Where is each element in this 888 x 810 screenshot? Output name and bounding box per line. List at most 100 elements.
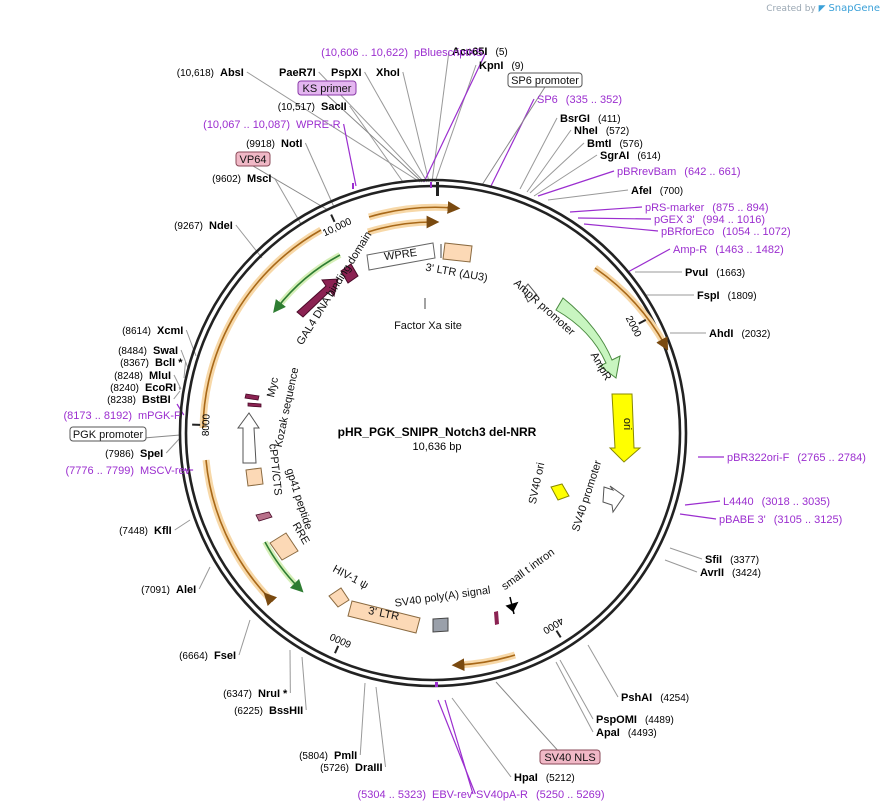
enzyme-site-label[interactable]: EcoRI(8240) (110, 382, 176, 394)
enzyme-site-label[interactable]: SfiI(3377) (705, 554, 759, 566)
sv40-promoter-arrow-icon (602, 485, 625, 514)
enzyme-name: PmlI (334, 750, 357, 762)
connector-line (165, 437, 181, 454)
primer-name: mPGK-F (138, 410, 181, 422)
enzyme-site-label[interactable]: Acc65I(5) (452, 46, 508, 58)
myc-box-icon (244, 393, 260, 401)
enzyme-site-label[interactable]: SgrAI(614) (600, 150, 661, 162)
connector-line (173, 374, 182, 390)
enzyme-site-label[interactable]: MscI(9602) (212, 173, 271, 185)
enzyme-site-label[interactable]: NotI(9918) (246, 138, 302, 150)
enzyme-site-label[interactable]: PshAI(4254) (621, 692, 689, 704)
enzyme-site-label[interactable]: XcmI(8614) (122, 325, 183, 337)
enzyme-site-label[interactable]: FseI(6664) (179, 650, 236, 662)
enzyme-site-label[interactable]: KflI(7448) (119, 525, 172, 537)
boxed-label[interactable]: SP6 promoter (507, 72, 583, 88)
tick-mark (555, 630, 562, 638)
primer-label[interactable]: pRS-marker(875 .. 894) (645, 202, 769, 214)
enzyme-site-label[interactable]: KpnI(9) (479, 60, 524, 72)
enzyme-name: SgrAI (600, 150, 629, 162)
enzyme-site-label[interactable]: PvuI(1663) (685, 267, 745, 279)
site-position: (7448) (119, 526, 148, 537)
boxed-label[interactable]: VP64 (235, 151, 271, 167)
enzyme-site-label[interactable]: AvrII(3424) (700, 567, 761, 579)
primer-label[interactable]: pBABE 3'(3105 .. 3125) (719, 514, 842, 526)
primer-label[interactable]: pBRforEco(1054 .. 1072) (661, 226, 791, 238)
site-position: (9602) (212, 174, 241, 185)
enzyme-site-label[interactable]: AleI(7091) (141, 584, 196, 596)
enzyme-name: AleI (176, 584, 196, 596)
primer-label[interactable]: pBR322ori-F(2765 .. 2784) (727, 452, 866, 464)
primer-label[interactable]: pBluescriptKS(10,606 .. 10,622) (321, 47, 483, 59)
enzyme-site-label[interactable]: SpeI(7986) (105, 448, 163, 460)
site-position: (8484) (118, 346, 147, 357)
enzyme-site-label[interactable]: MluI(8248) (114, 370, 171, 382)
primer-name: pBABE 3' (719, 514, 766, 526)
enzyme-site-label[interactable]: SwaI(8484) (118, 345, 178, 357)
site-position: (335 .. 352) (566, 94, 622, 106)
enzyme-site-label[interactable]: HpaI(5212) (514, 772, 575, 784)
enzyme-site-label[interactable]: BssHII(6225) (234, 705, 303, 717)
ori-arrow-icon (608, 393, 642, 463)
site-position: (576) (619, 139, 642, 150)
primer-label[interactable]: MSCV-rev (7776 .. 7799) (66, 465, 191, 477)
enzyme-site-label[interactable]: BsrGI(411) (560, 113, 621, 125)
enzyme-name: SfiI (705, 554, 722, 566)
enzyme-site-label[interactable]: AbsI(10,618) (177, 67, 244, 79)
primer-name: Amp-R (673, 244, 707, 256)
gal4-arrow-small-icon (340, 263, 359, 284)
enzyme-site-label[interactable]: BclI *(8367) (120, 357, 183, 369)
enzyme-site-label[interactable]: NruI *(6347) (223, 688, 288, 700)
enzyme-site-label[interactable]: NheI(572) (574, 125, 629, 137)
enzyme-site-label[interactable]: PaeR7I (279, 67, 316, 79)
enzyme-site-label[interactable]: BstBI(8238) (107, 394, 171, 406)
boxed-label[interactable]: PGK promoter (69, 426, 147, 442)
enzyme-site-label[interactable]: SacII(10,517) (278, 101, 347, 113)
site-position: (8614) (122, 326, 151, 337)
feature-label: ori (621, 418, 633, 430)
primer-label[interactable]: mPGK-F(8173 .. 8192) (64, 410, 182, 422)
enzyme-site-label[interactable]: PspOMI(4489) (596, 714, 674, 726)
primer-label[interactable]: pGEX 3'(994 .. 1016) (654, 214, 765, 226)
enzyme-name: PspOMI (596, 714, 637, 726)
enzyme-site-label[interactable]: DraIII(5726) (320, 762, 382, 774)
site-position: (9) (511, 61, 523, 72)
primer-label[interactable]: EBV-rev(5304 .. 5323) (358, 789, 473, 801)
connector-line (481, 86, 546, 186)
primer-label[interactable]: WPRE-R(10,067 .. 10,087) (203, 119, 341, 131)
primer-label[interactable]: SV40pA-R(5250 .. 5269) (476, 789, 604, 801)
enzyme-site-label[interactable]: AhdI(2032) (709, 328, 770, 340)
primer-name: SV40pA-R (476, 789, 528, 801)
primer-name: SP6 (537, 94, 558, 106)
primer-name: MSCV-rev (140, 465, 191, 477)
primer-name: WPRE-R (296, 119, 341, 131)
primer-label[interactable]: L4440(3018 .. 3035) (723, 496, 830, 508)
rre-box-icon (269, 532, 299, 561)
connector-line (679, 513, 717, 520)
connector-line (246, 71, 421, 183)
enzyme-site-label[interactable]: ApaI(4493) (596, 727, 657, 739)
kozak-box-icon (247, 402, 262, 408)
enzyme-site-label[interactable]: NdeI(9267) (174, 220, 233, 232)
green-feature-arcs (262, 252, 342, 593)
feature-label: cPPT/CTS (266, 443, 283, 496)
enzyme-site-label[interactable]: AfeI(700) (631, 185, 683, 197)
enzyme-site-label[interactable]: FspI(1809) (697, 290, 757, 302)
snapgene-logo-icon: ◤ (818, 4, 826, 14)
feature-label: WPRE (383, 247, 417, 263)
boxed-label[interactable]: SV40 NLS (539, 749, 601, 765)
enzyme-site-label[interactable]: BmtI(576) (587, 138, 643, 150)
primer-label[interactable]: SP6 (335 .. 352) (537, 94, 622, 106)
enzyme-site-label[interactable]: PmlI(5804) (299, 750, 357, 762)
connector-line (533, 154, 598, 197)
connector-line (198, 566, 211, 590)
wpre-box-icon (366, 242, 436, 271)
label-box (539, 749, 601, 765)
enzyme-site-label[interactable]: PspXI (331, 67, 362, 79)
primer-label[interactable]: Amp-R(1463 .. 1482) (673, 244, 784, 256)
boxed-label[interactable]: KS primer (297, 80, 357, 96)
enzyme-site-label[interactable]: XhoI (376, 67, 400, 79)
site-position: (7776 .. 7799) (66, 465, 135, 477)
primer-label[interactable]: pBRrevBam(642 .. 661) (617, 166, 741, 178)
